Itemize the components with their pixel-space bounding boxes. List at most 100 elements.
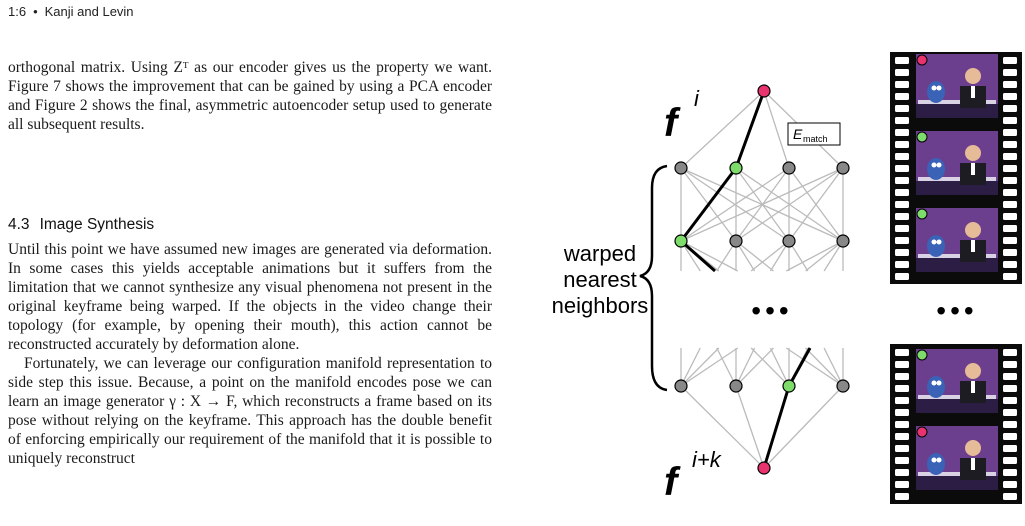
network-edges [680, 90, 844, 469]
sprocket-hole [895, 129, 909, 136]
sprocket-hole [895, 105, 909, 112]
edge [680, 385, 765, 469]
anchor-head [965, 222, 981, 238]
sprocket-hole [1003, 249, 1017, 256]
edge [788, 167, 844, 242]
edge [680, 347, 701, 387]
path-edge [787, 347, 812, 387]
edge [735, 240, 774, 272]
frame-marker [916, 426, 928, 438]
puppet [927, 376, 945, 398]
frame-marker [916, 131, 928, 143]
sprocket-hole [895, 397, 909, 404]
node-row2 [729, 234, 743, 248]
sprocket-hole [895, 469, 909, 476]
sprocket-hole [895, 237, 909, 244]
section-number: 4.3 [8, 216, 30, 233]
sprocket-hole [895, 433, 909, 440]
path-edge [679, 167, 738, 242]
sprocket-hole [1003, 469, 1017, 476]
sprocket-hole [895, 153, 909, 160]
frame-desk-edge [918, 254, 996, 258]
brace [639, 164, 668, 392]
sprocket-hole [895, 177, 909, 184]
film-strips [890, 52, 1022, 504]
node-row2 [782, 234, 796, 248]
film-strip [890, 52, 1022, 284]
ellipsis-network: ••• [751, 295, 792, 326]
anchor-head [965, 440, 981, 456]
frame-marker [916, 349, 928, 361]
edge [763, 385, 844, 469]
frame-desk-edge [918, 177, 996, 181]
node-row3 [836, 379, 850, 393]
puppet-eye [931, 85, 937, 91]
label-f-bottom-sup: i+k [692, 447, 722, 472]
sprocket-hole [1003, 69, 1017, 76]
paragraph-encoder: orthogonal matrix. Using Zᵀ as our encod… [8, 59, 492, 133]
sprocket-hole [1003, 445, 1017, 452]
sprocket-hole [1003, 433, 1017, 440]
frame-desk-edge [918, 395, 996, 399]
puppet [927, 81, 945, 103]
sprocket-hole [1003, 81, 1017, 88]
node-row1 [836, 161, 850, 175]
sprocket-hole [895, 481, 909, 488]
sprocket-hole [1003, 385, 1017, 392]
puppet-eye [931, 239, 937, 245]
sprocket-hole [1003, 117, 1017, 124]
sprocket-hole [895, 349, 909, 356]
frame-desk-edge [918, 472, 996, 476]
path-edge [762, 385, 791, 469]
path-edge [734, 90, 766, 169]
running-header: 1:6•Kanji and Levin [8, 4, 134, 19]
energy-label: E [793, 126, 803, 142]
puppet-eye [936, 457, 942, 463]
sprocket-hole [1003, 141, 1017, 148]
sprocket-hole [1003, 105, 1017, 112]
sprocket-hole [895, 69, 909, 76]
anchor-shirt [971, 381, 975, 393]
node-row1 [674, 161, 688, 175]
edge [735, 347, 774, 387]
sprocket-hole [1003, 237, 1017, 244]
frame-desk-edge [918, 100, 996, 104]
edge [680, 167, 790, 242]
sprocket-hole [1003, 129, 1017, 136]
sprocket-hole [895, 81, 909, 88]
anchor-shirt [971, 240, 975, 252]
sprocket-hole [1003, 493, 1017, 500]
paragraph-synthesis: Until this point we have assumed new ima… [8, 241, 492, 467]
edge [785, 240, 844, 272]
edge [805, 240, 844, 272]
anchor-head [965, 68, 981, 84]
sprocket-hole [1003, 57, 1017, 64]
energy-box [787, 122, 841, 146]
sprocket-hole [895, 361, 909, 368]
node-row3 [674, 379, 688, 393]
puppet [927, 158, 945, 180]
sprocket-hole [1003, 189, 1017, 196]
node-source [757, 84, 771, 98]
edge [680, 90, 765, 169]
sprocket-hole [895, 385, 909, 392]
puppet [927, 453, 945, 475]
ellipsis-frames: ••• [936, 295, 977, 326]
edge [823, 347, 844, 387]
edge [735, 385, 765, 469]
anchor-head [965, 363, 981, 379]
sprocket-hole [1003, 273, 1017, 280]
edge [716, 347, 737, 387]
sprocket-hole [1003, 457, 1017, 464]
brace-label-neighbors: neighbors [552, 293, 649, 318]
sprocket-hole [1003, 153, 1017, 160]
edge [750, 347, 790, 387]
sprocket-hole [895, 201, 909, 208]
sprocket-hole [895, 373, 909, 380]
sprocket-hole [1003, 361, 1017, 368]
edge [680, 347, 720, 387]
sprocket-hole [1003, 481, 1017, 488]
node-target [757, 461, 771, 475]
sprocket-hole [895, 493, 909, 500]
sprocket-hole [1003, 201, 1017, 208]
